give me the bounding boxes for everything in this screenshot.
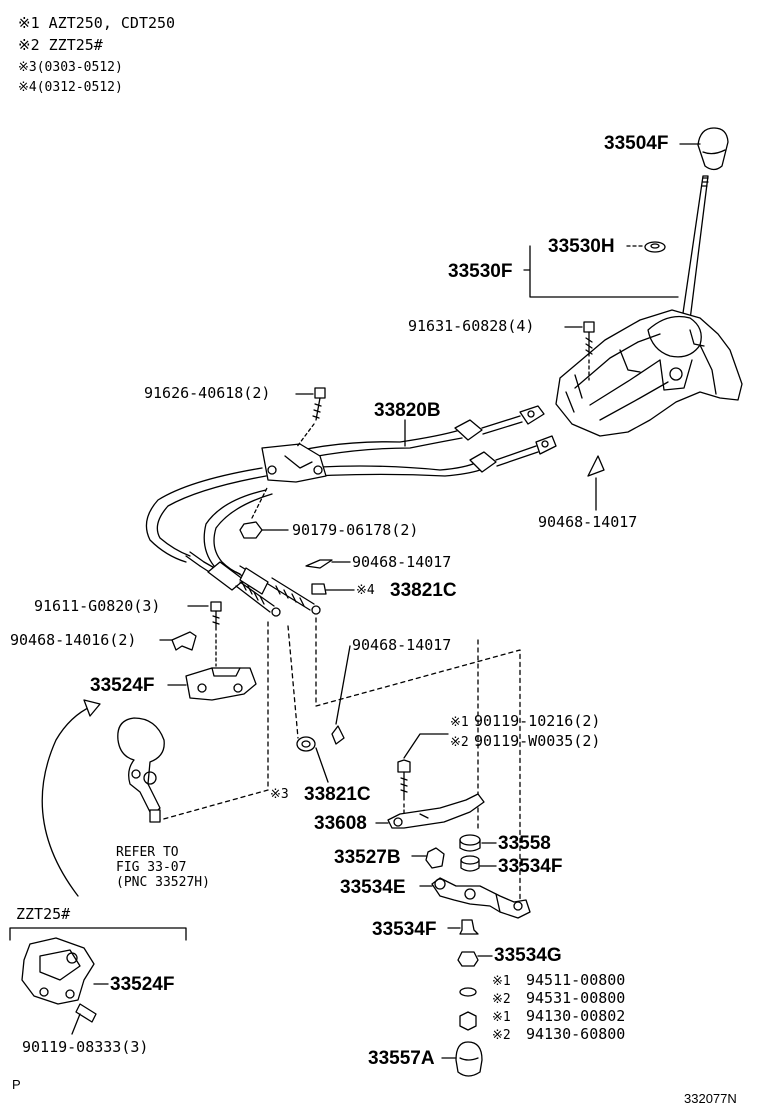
bolt-90119-upper [398,760,410,800]
bolt-90119-08333 [72,1004,96,1034]
label-90119-10216: 90119-10216(2) [474,712,601,730]
bracket-33524F-top [186,668,256,700]
figure-code: 332077N [684,1091,737,1106]
label-33504F: 33504F [604,133,669,154]
mark-3: ※3 [270,787,289,802]
cap-33557A [456,1042,482,1076]
label-33530H: 33530H [548,236,615,257]
label-33534G: 33534G [494,945,562,966]
bracket-33530F [524,246,678,297]
bushing-33534F-a [461,856,479,871]
washer-94511 [460,988,476,996]
bolt-91611 [211,602,221,630]
label-94531: 94531-00800 [526,989,626,1007]
label-33820B: 33820B [374,400,441,421]
label-94511: 94511-00800 [526,971,626,989]
label-33534F-b: 33534F [372,919,437,940]
shift-knob [698,128,728,170]
shift-lever [682,176,708,320]
mark-1a: ※1 [450,715,469,730]
nut-90179 [240,522,262,538]
leader-33821C-bottom [316,748,328,782]
bushing-33821C-top [312,584,326,594]
dash-line-b [288,626,298,738]
dash-line-a [160,622,268,820]
label-33534F-a: 33534F [498,856,563,877]
mark-1c: ※1 [492,1010,511,1025]
cable-assembly-33820B [146,406,556,616]
bolt-91626 [313,388,325,420]
clip-90468-middle [306,560,332,568]
lever-33608 [388,794,484,828]
label-94130-60800: 94130-60800 [526,1025,626,1043]
refer-line-2: FIG 33-07 [116,860,187,875]
nut-94130 [460,1012,476,1030]
bolt-91631 [584,322,594,356]
refer-line-3: (PNC 33527H) [116,875,210,890]
bushing-33527B [426,848,444,868]
note-4: ※4(0312-0512) [18,80,123,95]
label-33821C-bottom: 33821C [304,784,371,805]
label-90468-14016: 90468-14016(2) [10,631,137,649]
label-33527B: 33527B [334,847,401,868]
dash-90179 [252,486,268,518]
label-94130-00802: 94130-00802 [526,1007,626,1025]
curved-arrow [42,706,92,896]
label-33530F: 33530F [448,261,513,282]
refer-line-1: REFER TO [116,845,179,860]
label-91626: 91626-40618(2) [144,384,271,402]
mark-2c: ※2 [492,1028,511,1043]
label-33558: 33558 [498,833,551,854]
bushing-33821C-bottom [297,737,315,751]
cable-bracket [262,444,326,482]
bushing-33534G [458,952,478,966]
label-90468-housing: 90468-14017 [538,513,638,531]
bracket-33534E [432,878,530,918]
label-90119-08333: 90119-08333(3) [22,1038,149,1056]
label-33821C-top: 33821C [390,580,457,601]
zzt-bracket-line [10,928,186,940]
label-33524F-bottom: 33524F [110,974,175,995]
bushing-33534F-b [460,920,478,934]
label-91611: 91611-G0820(3) [34,597,161,615]
label-33557A: 33557A [368,1048,435,1069]
label-91631: 91631-60828(4) [408,317,535,335]
note-1: ※1 AZT250, CDT250 [18,14,176,32]
mark-4: ※4 [356,583,375,598]
shift-lever-ref [118,718,164,822]
note-3: ※3(0303-0512) [18,60,123,75]
mark-1b: ※1 [492,974,511,989]
label-90179: 90179-06178(2) [292,521,419,539]
dash-91626 [296,424,314,448]
bracket-33524F-bottom [22,938,94,1004]
label-33524F-top: 33524F [90,675,155,696]
label-90468-middle: 90468-14017 [352,553,452,571]
bushing-33558 [460,835,480,851]
label-90119-W0035: 90119-W0035(2) [474,732,601,750]
shift-lever-housing [556,310,742,436]
label-33534E: 33534E [340,877,406,898]
arrowhead [84,700,100,716]
clip-90468-14016 [172,632,196,650]
leader-90468-lower [336,646,350,724]
clip-90468-lower [332,726,344,744]
label-33608: 33608 [314,813,367,834]
dash-line-c [316,618,520,900]
mark-2a: ※2 [450,735,469,750]
washer-33530H [645,242,665,252]
clip-90468-housing [588,456,604,476]
corner-left-mark: P [12,1077,21,1092]
zzt-label: ZZT25# [16,905,71,923]
label-90468-lower: 90468-14017 [352,636,452,654]
note-2: ※2 ZZT25# [18,36,103,54]
mark-2b: ※2 [492,992,511,1007]
leader-90119-upper [404,734,448,758]
